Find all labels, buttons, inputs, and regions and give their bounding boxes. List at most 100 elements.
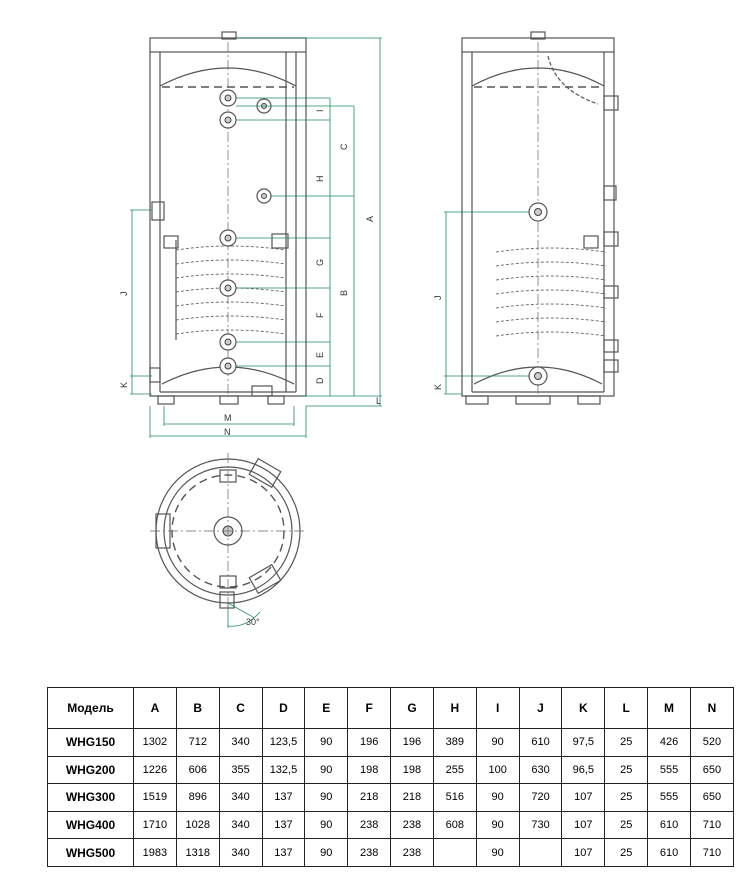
label-e: E bbox=[315, 352, 325, 358]
table-cell: 340 bbox=[218, 728, 263, 757]
header-j: J bbox=[518, 687, 563, 729]
table-cell: 896 bbox=[175, 783, 220, 812]
header-b: B bbox=[175, 687, 220, 729]
heat-exchanger-coil bbox=[175, 240, 287, 340]
table-cell: 520 bbox=[689, 728, 735, 757]
table-cell: 132,5 bbox=[261, 755, 306, 785]
table-cell: 426 bbox=[647, 728, 691, 757]
label-a: A bbox=[365, 216, 375, 222]
label-f: F bbox=[315, 312, 325, 318]
table-header-row: Модель A B C D E F G H I J K L M N bbox=[47, 687, 735, 729]
table-cell: 90 bbox=[304, 755, 349, 785]
table-cell: 100 bbox=[475, 755, 520, 785]
table-cell: 198 bbox=[347, 755, 392, 785]
table-cell: 712 bbox=[175, 728, 220, 757]
table-cell: 107 bbox=[561, 838, 606, 867]
table-cell: 238 bbox=[390, 838, 434, 867]
angle-label: 30° bbox=[246, 617, 260, 627]
header-h: H bbox=[432, 687, 477, 729]
table-cell: 90 bbox=[475, 728, 520, 757]
table-cell: 238 bbox=[347, 810, 392, 840]
header-m: M bbox=[647, 687, 691, 729]
table-cell: 720 bbox=[518, 783, 563, 812]
label-g: G bbox=[315, 259, 325, 266]
table-cell-model: WHG500 bbox=[47, 838, 134, 867]
table-cell: 90 bbox=[475, 783, 520, 812]
header-i: I bbox=[475, 687, 520, 729]
table-cell: 123,5 bbox=[261, 728, 306, 757]
header-a: A bbox=[133, 687, 177, 729]
header-f: F bbox=[347, 687, 392, 729]
label-l: L bbox=[376, 396, 381, 406]
label-m: M bbox=[224, 413, 232, 423]
table-cell: 238 bbox=[347, 838, 392, 867]
table-cell: 198 bbox=[390, 755, 434, 785]
table-cell: 1226 bbox=[133, 755, 177, 785]
table-cell: 25 bbox=[604, 755, 649, 785]
table-cell: 196 bbox=[390, 728, 434, 757]
table-cell: 25 bbox=[604, 728, 649, 757]
side-label-k: K bbox=[433, 384, 443, 390]
label-b: B bbox=[339, 290, 349, 296]
label-k: K bbox=[119, 382, 129, 388]
table-cell: 96,5 bbox=[561, 755, 606, 785]
table-cell: 107 bbox=[561, 783, 606, 812]
table-cell-model: WHG300 bbox=[47, 783, 134, 812]
table-cell: 97,5 bbox=[561, 728, 606, 757]
table-cell: 1028 bbox=[175, 810, 220, 840]
side-coil bbox=[495, 247, 607, 337]
header-n: N bbox=[689, 687, 735, 729]
header-d: D bbox=[261, 687, 306, 729]
table-cell: 218 bbox=[347, 783, 392, 812]
table-cell: 90 bbox=[304, 783, 349, 812]
table-cell-model: WHG150 bbox=[47, 728, 134, 757]
top-view: 30° bbox=[150, 453, 306, 628]
front-view: A B C D E F G H I J K L M N bbox=[119, 31, 382, 438]
label-c: C bbox=[339, 143, 349, 150]
table-cell: 218 bbox=[390, 783, 434, 812]
table-cell: 90 bbox=[304, 728, 349, 757]
spec-table: Модель A B C D E F G H I J K L M N WHG15… bbox=[47, 687, 735, 867]
table-cell: 107 bbox=[561, 810, 606, 840]
table-cell: 238 bbox=[390, 810, 434, 840]
header-l: L bbox=[604, 687, 649, 729]
table-cell-model: WHG400 bbox=[47, 810, 134, 840]
header-e: E bbox=[304, 687, 349, 729]
table-cell: 255 bbox=[432, 755, 477, 785]
label-i: I bbox=[315, 109, 325, 112]
label-h: H bbox=[315, 176, 325, 183]
label-j: J bbox=[119, 292, 129, 297]
table-cell-model: WHG200 bbox=[47, 755, 134, 785]
table-cell: 90 bbox=[304, 810, 349, 840]
table-cell: 610 bbox=[647, 810, 691, 840]
table-cell: 555 bbox=[647, 783, 691, 812]
side-view: J K bbox=[433, 31, 619, 405]
table-cell: 25 bbox=[604, 810, 649, 840]
table-cell: 1318 bbox=[175, 838, 220, 867]
header-c: C bbox=[218, 687, 263, 729]
table-cell: 610 bbox=[647, 838, 691, 867]
table-cell: 606 bbox=[175, 755, 220, 785]
table-cell: 355 bbox=[218, 755, 263, 785]
table-cell: 340 bbox=[218, 783, 263, 812]
table-cell: 1710 bbox=[133, 810, 177, 840]
table-cell: 710 bbox=[689, 810, 735, 840]
header-g: G bbox=[390, 687, 434, 729]
table-cell: 1302 bbox=[133, 728, 177, 757]
table-cell: 25 bbox=[604, 783, 649, 812]
table-cell: 389 bbox=[432, 728, 477, 757]
table-cell: 137 bbox=[261, 783, 306, 812]
table-cell: 650 bbox=[689, 755, 735, 785]
table-cell: 710 bbox=[689, 838, 735, 867]
table-cell: 340 bbox=[218, 810, 263, 840]
table-cell: 90 bbox=[475, 810, 520, 840]
header-model: Модель bbox=[47, 687, 134, 729]
table-cell bbox=[432, 838, 477, 867]
table-cell: 516 bbox=[432, 783, 477, 812]
table-cell: 196 bbox=[347, 728, 392, 757]
